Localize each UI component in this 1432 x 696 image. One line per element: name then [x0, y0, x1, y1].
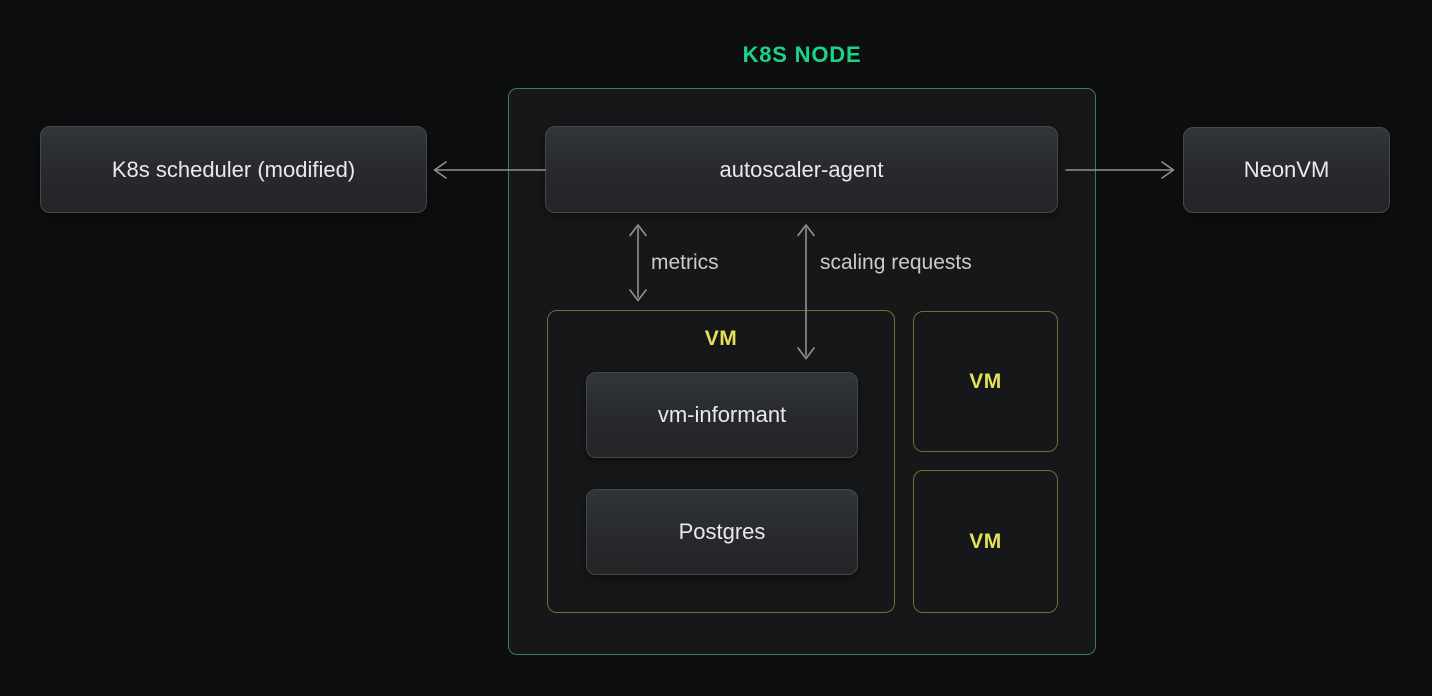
node-postgres: Postgres — [586, 489, 858, 575]
node-autoscaler-agent: autoscaler-agent — [545, 126, 1058, 213]
node-postgres-label: Postgres — [678, 519, 766, 544]
vm-box-main: VM — [547, 310, 895, 613]
k8s-node-title: K8S NODE — [742, 42, 862, 67]
node-neonvm: NeonVM — [1183, 127, 1390, 213]
vm-box-small-1: VM — [913, 311, 1058, 452]
vm-box-small-2: VM — [913, 470, 1058, 613]
edge-label-metrics: metrics — [651, 251, 719, 274]
node-k8s-scheduler: K8s scheduler (modified) — [40, 126, 427, 213]
vm-box-main-label: VM — [704, 327, 738, 350]
node-neonvm-label: NeonVM — [1243, 157, 1330, 182]
node-autoscaler-agent-label: autoscaler-agent — [719, 156, 884, 182]
node-vm-informant: vm-informant — [586, 372, 858, 458]
vm-box-small-2-label: VM — [969, 529, 1002, 553]
vm-box-small-1-label: VM — [969, 369, 1002, 393]
edge-label-scaling-requests: scaling requests — [820, 251, 972, 274]
node-k8s-scheduler-label: K8s scheduler (modified) — [111, 156, 356, 182]
node-vm-informant-label: vm-informant — [657, 402, 787, 427]
